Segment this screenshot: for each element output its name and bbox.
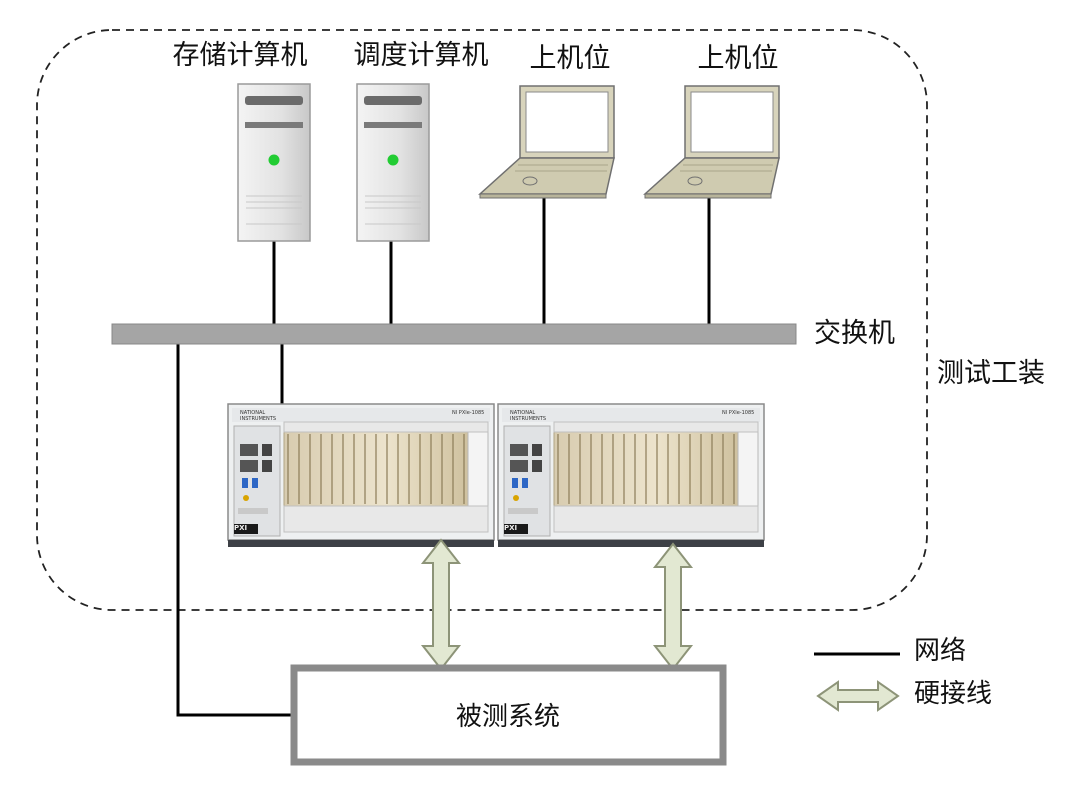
scheduling-computer-icon — [356, 83, 430, 242]
legend-network-label: 网络 — [914, 636, 967, 666]
test-fixture-label: 测试工装 — [937, 358, 1045, 389]
chassis-brand-2: INSTRUMENTS — [240, 416, 276, 422]
switch-bar — [111, 323, 797, 345]
host-laptop-icon-1 — [479, 85, 615, 199]
storage-computer-icon — [237, 83, 311, 242]
hardwire-arrow-1 — [420, 538, 462, 671]
chassis-brand-2: INSTRUMENTS — [510, 416, 546, 422]
scheduling-computer-label: 调度计算机 — [353, 40, 489, 71]
legend-hardwire-arrow — [816, 680, 900, 712]
network-lines — [176, 198, 711, 717]
host-label-2: 上机位 — [697, 43, 779, 74]
pxi-chassis-1: NATIONAL INSTRUMENTS NI PXIe-1085 PXI — [227, 403, 495, 548]
chassis-model: NI PXIe-1085 — [722, 410, 754, 416]
switch-label: 交换机 — [814, 318, 895, 349]
legend-hardwire-label: 硬接线 — [914, 679, 993, 709]
hardwire-arrow-2 — [652, 542, 694, 671]
host-label-1: 上机位 — [529, 43, 611, 74]
pxi-chassis-2: NATIONAL INSTRUMENTS NI PXIe-1085 PXI — [497, 403, 765, 548]
system-under-test-box — [290, 664, 727, 766]
test-fixture-boundary — [36, 29, 928, 611]
host-laptop-icon-2 — [644, 85, 780, 199]
system-under-test-label: 被测系统 — [455, 702, 561, 732]
storage-computer-label: 存储计算机 — [172, 40, 308, 71]
chassis-model: NI PXIe-1085 — [452, 410, 484, 416]
chassis-pxi-mark: PXI — [234, 524, 247, 532]
chassis-brand: NATIONAL — [240, 410, 265, 416]
chassis-pxi-mark: PXI — [504, 524, 517, 532]
chassis-brand: NATIONAL — [510, 410, 535, 416]
